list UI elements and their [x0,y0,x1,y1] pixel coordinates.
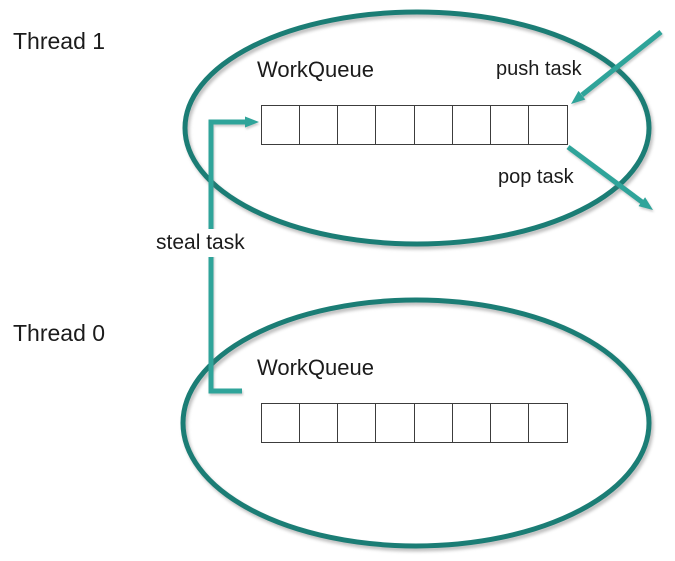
pop-task-label: pop task [498,166,574,188]
queue-cell [453,404,491,442]
steal-task-arrowhead-icon [245,116,259,128]
thread1-workqueue [261,105,568,145]
pop-task-arrow-line [566,144,644,205]
pop-task-arrow-icon [566,144,653,210]
queue-cell [376,106,415,144]
thread0-workqueue-label: WorkQueue [257,355,374,380]
queue-cell [529,404,567,442]
queue-cell [453,106,491,144]
queue-cell [491,404,529,442]
queue-cell [262,106,301,144]
steal-task-label: steal task [148,229,253,258]
thread1-label: Thread 1 [13,28,106,54]
queue-cell [415,404,453,442]
queue-cell [338,404,377,442]
thread0-workqueue [261,403,568,443]
queue-cell [300,404,339,442]
push-task-arrow-icon [571,30,663,104]
queue-cell [338,106,377,144]
thread0-label: Thread 0 [13,320,106,346]
push-task-arrow-line [580,30,663,97]
queue-cell [376,404,415,442]
thread0-ellipse [180,297,652,549]
thread1-workqueue-label: WorkQueue [257,57,374,82]
queue-cell [491,106,529,144]
pop-task-arrowhead-icon [638,197,653,210]
queue-cell [415,106,453,144]
push-task-arrowhead-icon [571,90,586,104]
thread1-ellipse [182,9,652,247]
queue-cell [529,106,567,144]
push-task-label: push task [496,58,582,80]
queue-cell [300,106,339,144]
queue-cell [262,404,301,442]
